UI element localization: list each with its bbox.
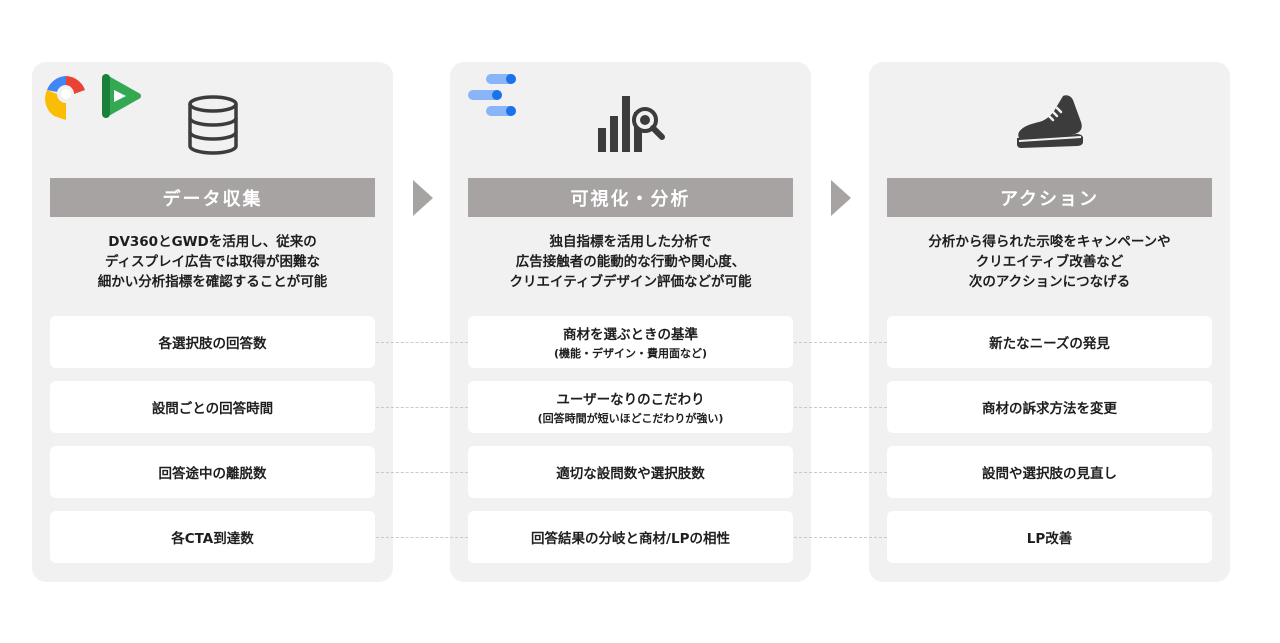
card-item: 商材を選ぶときの基準 (機能・デザイン・費用面など)	[468, 316, 793, 368]
card-label: 商材を選ぶときの基準	[563, 327, 698, 343]
card-item: 適切な設問数や選択肢数	[468, 446, 793, 498]
card-label: 回答結果の分岐と商材/LPの相性	[531, 531, 730, 547]
card-item: 各選択肢の回答数	[50, 316, 375, 368]
card-label: 回答途中の離脱数	[158, 466, 267, 482]
column-data-collection: データ収集 DV360とGWDを活用し、従来の ディスプレイ広告では取得が困難な…	[32, 62, 393, 582]
card-label: 各選択肢の回答数	[158, 336, 267, 352]
card-label: 設問や選択肢の見直し	[982, 466, 1117, 482]
column-visualization-analysis: 可視化・分析 独自指標を活用した分析で 広告接触者の能動的な行動や関心度、 クリ…	[450, 62, 811, 582]
card-item: ユーザーなりのこだわり (回答時間が短いほどこだわりが強い)	[468, 381, 793, 433]
looker-studio-logo-icon	[468, 74, 516, 116]
header-action: アクション	[887, 178, 1212, 217]
card-item: 設問ごとの回答時間	[50, 381, 375, 433]
sneaker-icon	[1017, 95, 1083, 148]
connector-line	[794, 342, 887, 343]
connector-line	[794, 472, 887, 473]
header-visualization-analysis: 可視化・分析	[468, 178, 793, 217]
card-label: 設問ごとの回答時間	[151, 401, 274, 417]
card-item: 回答結果の分岐と商材/LPの相性	[468, 511, 793, 563]
connector-line	[376, 472, 468, 473]
card-item: 設問や選択肢の見直し	[887, 446, 1212, 498]
chart-analysis-icon	[598, 96, 665, 152]
display-video-360-logo-icon	[102, 74, 141, 118]
card-item: 各CTA到達数	[50, 511, 375, 563]
description-visualization-analysis: 独自指標を活用した分析で 広告接触者の能動的な行動や関心度、 クリエイティブデザ…	[509, 234, 752, 290]
database-icon	[188, 95, 238, 155]
header-data-collection: データ収集	[50, 178, 375, 217]
connector-line	[376, 342, 468, 343]
card-label: 各CTA到達数	[171, 531, 254, 547]
card-label: 新たなニーズの発見	[989, 336, 1110, 352]
connector-line	[376, 407, 468, 408]
description-action: 分析から得られた示唆をキャンペーンや クリエイティブ改善など 次のアクションにつ…	[928, 234, 1171, 290]
card-item: 回答途中の離脱数	[50, 446, 375, 498]
card-label: 適切な設問数や選択肢数	[556, 466, 705, 482]
column-action: アクション 分析から得られた示唆をキャンペーンや クリエイティブ改善など 次のア…	[869, 62, 1230, 582]
connector-line	[794, 407, 887, 408]
card-label: ユーザーなりのこだわり	[556, 392, 705, 408]
card-label: 商材の訴求方法を変更	[982, 401, 1117, 417]
card-label: LP改善	[1026, 531, 1073, 547]
connector-line	[376, 537, 468, 538]
card-item: 新たなニーズの発見	[887, 316, 1212, 368]
card-item: 商材の訴求方法を変更	[887, 381, 1212, 433]
card-sublabel: (回答時間が短いほどこだわりが強い)	[537, 412, 724, 425]
google-web-designer-logo-icon	[45, 76, 85, 120]
card-sublabel: (機能・デザイン・費用面など)	[553, 347, 708, 360]
description-data-collection: DV360とGWDを活用し、従来の ディスプレイ広告では取得が困難な 細かい分析…	[97, 234, 328, 290]
flow-arrow-icon	[413, 180, 433, 216]
card-item: LP改善	[887, 511, 1212, 563]
connector-line	[794, 537, 887, 538]
flow-arrow-icon	[831, 180, 851, 216]
